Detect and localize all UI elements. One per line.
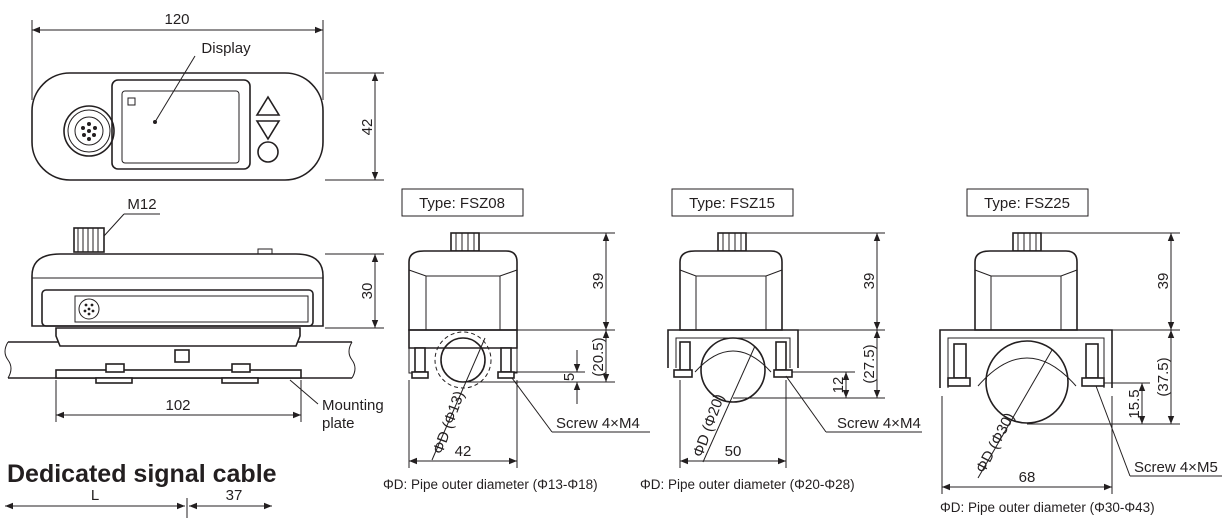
diameter-note: ΦD: Pipe outer diameter (Φ20-Φ28) [640,477,855,492]
mounting-bracket [55,327,301,347]
width-label: 50 [725,443,742,460]
type-title-box [966,188,1089,217]
display-logo-icon [127,97,136,106]
display-label: Display [201,40,251,57]
type-title-box [671,188,794,217]
connector-icon [63,105,115,157]
enter-button-icon [257,141,279,163]
side-panel [41,289,314,327]
type-title-box [401,188,524,217]
type-fsz08-view: Type: FSZ08 39 (20.5) 5 ΦD (Φ13) [383,188,650,492]
down-button-icon [255,120,281,141]
mounting-plate [55,369,302,379]
type-title: Type: FSZ25 [984,195,1070,212]
height-dim-label: 42 [359,119,376,136]
dim-low-label: 12 [830,377,847,394]
m12-connector [73,227,105,253]
section-title: Dedicated signal cable [7,460,277,488]
side-view: M12 30 102 M [4,196,384,432]
side-connector-icon [78,298,100,320]
mounting-label-2: plate [322,415,355,432]
sensor-head [974,250,1078,331]
pipe-section [700,337,766,403]
diameter-label: ΦD (Φ20) [690,392,728,459]
width-label: 42 [455,443,472,460]
width-dim-label: 120 [164,11,189,28]
sensor-head [408,250,518,331]
dim-mid-label: (37.5) [1155,357,1172,396]
diameter-note: ΦD: Pipe outer diameter (Φ13-Φ18) [383,477,598,492]
diameter-label: ΦD (Φ30) [973,410,1019,476]
cable-end-dim-label: 37 [226,487,243,504]
screw-label: Screw 4×M4 [837,415,921,432]
screw-label: Screw 4×M4 [556,415,640,432]
dim-low-label: 15.5 [1126,389,1143,418]
sensor-head [679,250,783,331]
side-height-dim-label: 30 [359,283,376,300]
up-button-icon [255,95,281,116]
width-label: 68 [1019,469,1036,486]
display-screen [121,90,240,164]
m12-label: M12 [127,196,156,213]
type-fsz15-view: Type: FSZ15 39 (27.5) 12 ΦD (Φ20) 50 [640,188,922,492]
type-fsz25-view: Type: FSZ25 39 (37.5) 15.5 ΦD (Φ30) 68 [939,188,1222,515]
diameter-note: ΦD: Pipe outer diameter (Φ30-Φ43) [940,500,1155,515]
pipe-section [985,340,1069,424]
pipe-section [440,337,486,383]
dim-mid-label: (20.5) [590,337,607,376]
type-title: Type: FSZ08 [419,195,505,212]
screw-label: Screw 4×M5 [1134,459,1218,476]
type-title: Type: FSZ15 [689,195,775,212]
cable-length-label: L [91,487,99,504]
dim-low-label: 5 [561,373,578,381]
dim-top-label: 39 [1155,273,1172,290]
dim-top-label: 39 [861,273,878,290]
base-dim-label: 102 [165,397,190,414]
signal-cable-section: Dedicated signal cable L 37 [5,460,277,518]
dim-mid-label: (27.5) [861,344,878,383]
mounting-label-1: Mounting [322,397,384,414]
top-view: 120 42 Display [31,11,384,181]
dim-top-label: 39 [590,273,607,290]
